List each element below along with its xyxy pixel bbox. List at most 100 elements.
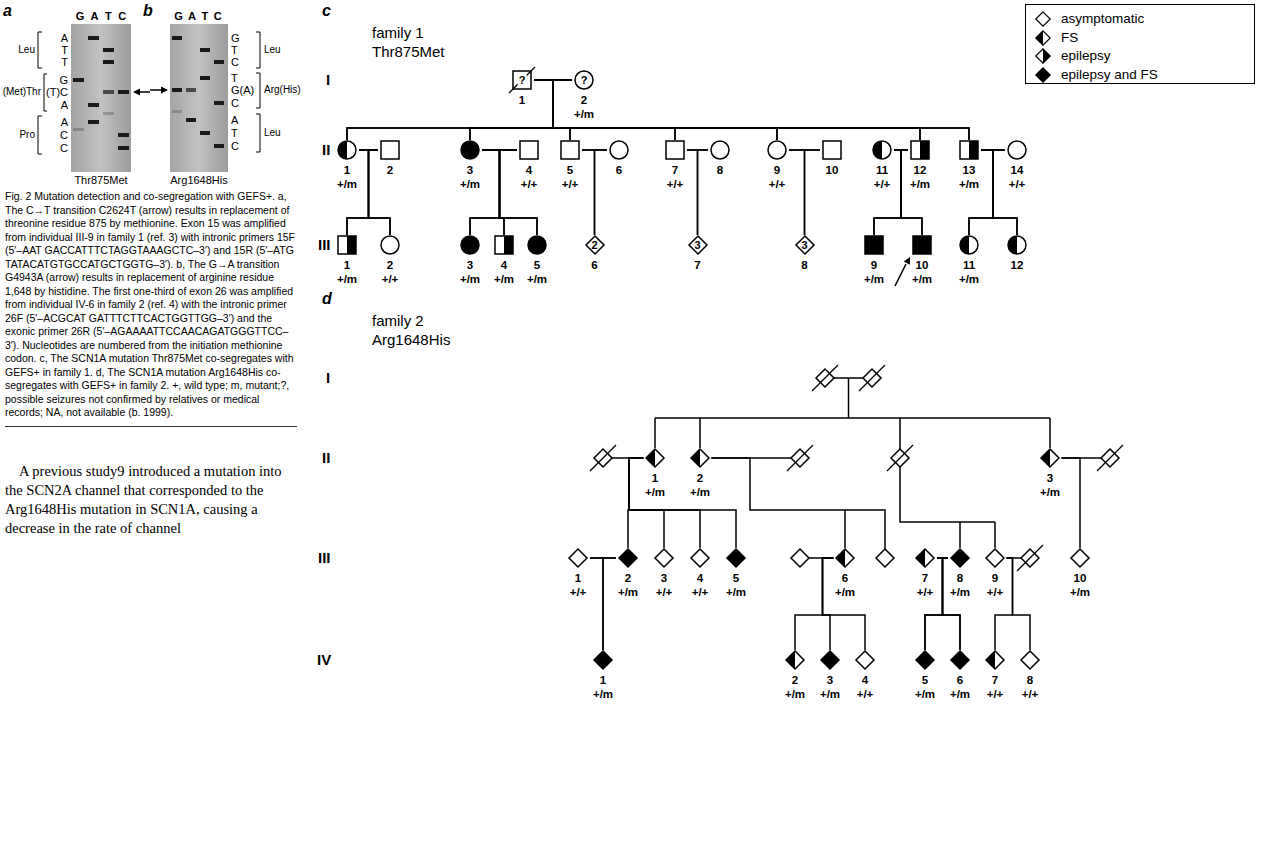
genotype: +/m [948,687,972,701]
symbol-ground [575,71,593,89]
panel-letter: c [322,2,331,20]
legend-text: epilepsy [1061,48,1111,64]
genotype: +/m [783,687,807,701]
symbol-outline [586,236,604,254]
pedigree-line [1062,458,1080,548]
symbol-ground [586,236,604,254]
genotype: +/m [913,687,937,701]
genotype: +/+ [913,585,937,599]
deceased-slash [1097,445,1123,471]
fs-half [1036,30,1043,44]
symbol-mark: 3 [693,239,701,251]
individual-number: 11 [957,258,981,272]
codon-name: (Met)Thr [3,86,41,98]
individual-number: 9 [862,258,886,272]
genotype: +/+ [652,585,676,599]
pedigree-line [553,80,675,140]
individual-number: 8 [793,258,817,272]
symbol-outline [786,651,804,669]
gel-band [172,110,182,113]
genotype: +/+ [517,177,541,191]
fs-half [646,449,655,467]
symbol-outline [594,651,612,669]
pedigree-symbol [690,448,710,468]
pedigree-individual: ?1 [510,70,534,107]
legend-row: epilepsy [1035,47,1111,65]
individual-number: 10 [910,258,934,272]
individual-number: 6 [833,571,857,585]
pedigree-symbol [1040,448,1060,468]
symbol-outline [986,549,1004,567]
symbol-outline [655,549,673,567]
pedigree-individual: 6+/m [833,548,857,599]
legend-row: epilepsy and FS [1035,66,1158,84]
pedigree-line [534,80,777,140]
gel-bands [172,36,224,148]
pedigree-line [553,80,969,140]
pedigree-individual: 5+/+ [558,140,582,191]
gel-band [88,120,99,124]
asymptomatic-symbol [791,549,809,567]
fs-half [960,236,969,254]
pedigree-individual: 1+/m [591,650,615,701]
symbol-ground [561,141,579,159]
pedigree-line [500,150,538,235]
individual-number: 10 [1068,571,1092,585]
symbol-ground [646,449,664,467]
arrow-head [161,87,168,94]
panel-letter: d [322,290,332,308]
deceased-symbol [590,445,616,471]
pedigree-line [969,150,1005,235]
deceased-slash [859,365,885,391]
pedigree-individual: 3+/m [1038,448,1062,499]
genotype: +/m [1038,485,1062,499]
pedigree-symbol [337,235,357,255]
individual-number: 5 [525,258,549,272]
pedigree-individual: 2+/m [616,548,640,599]
symbol-ground [594,651,612,669]
individual-number: 5 [558,163,582,177]
pedigree-line [712,458,845,548]
pedigree-symbol [835,548,855,568]
individual-number: 8 [948,571,972,585]
pedigree-individual: 11+/+ [870,140,894,191]
base-letter: C [231,97,239,110]
mutation-name: Thr875Met [74,174,127,187]
pedigree-line [590,558,603,650]
genotype: +/+ [558,177,582,191]
pedigree-individual: 38 [793,235,817,272]
base-letter: A [231,114,238,127]
deceased-symbol [1017,545,1043,571]
pedigree-line [795,558,833,650]
pedigree-symbol [959,235,979,255]
pedigree-individual: 7+/+ [913,548,937,599]
symbol-ground [916,549,934,567]
pedigree-individual: 2 [378,140,402,177]
symbol-outline [666,141,684,159]
symbol-outline [1008,141,1026,159]
symbol-outline [1041,449,1059,467]
genotype: +/m [818,687,842,701]
base-letter: T [61,44,68,57]
fs-half [338,141,347,159]
individual-number: 6 [583,258,607,272]
symbol-ground [1041,449,1059,467]
pedigree-symbol [519,140,539,160]
pedigree-line [823,558,866,650]
gel-band [200,76,210,80]
gel-ground [71,24,131,172]
gel-band [73,128,84,131]
symbol-mark: 2 [590,239,598,251]
pedigree-individual: 2+/m [783,650,807,701]
genotype: +/m [335,272,359,286]
gel-band [186,118,196,122]
pedigree-symbol [1007,235,1027,255]
pedigree-symbol [726,548,746,568]
fs-half [1041,449,1050,467]
pedigree-line [347,150,378,235]
gel-band [88,36,99,40]
symbol-outline [1036,49,1050,63]
codon-name: Leu [18,44,35,56]
pedigree-line [595,150,608,235]
codon-bracket [256,32,260,68]
